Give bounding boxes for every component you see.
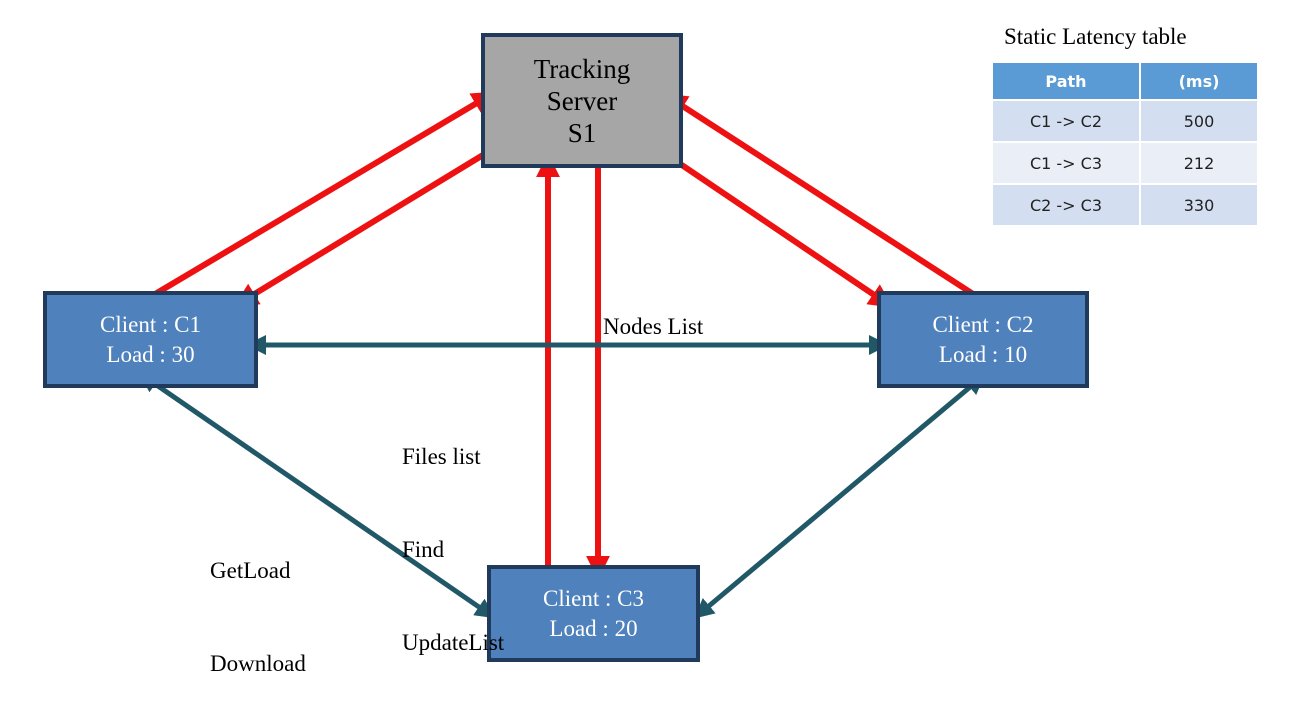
- nodes-list-label: Nodes List: [603, 249, 703, 373]
- table-row: C1 -> C2 500: [993, 101, 1257, 141]
- find-text: Find: [402, 537, 445, 562]
- server-label-line-1: Tracking: [533, 53, 631, 84]
- update-list-text: UpdateList: [402, 630, 505, 655]
- client-c1-load: Load : 30: [106, 341, 195, 367]
- client-c2-node[interactable]: Client : C2 Load : 10: [877, 291, 1089, 388]
- files-list-text: Files list: [402, 444, 481, 469]
- get-load-text: GetLoad: [210, 558, 291, 583]
- latency-ms-cell: 330: [1141, 185, 1257, 225]
- latency-header-path: Path: [993, 63, 1139, 99]
- arrow-c2-c3: [693, 374, 986, 619]
- latency-table-header-row: Path (ms): [993, 63, 1257, 99]
- client-c2-name: Client : C2: [932, 311, 1034, 337]
- tracking-server-node[interactable]: Tracking Server S1: [481, 33, 683, 168]
- latency-ms-cell: 500: [1141, 101, 1257, 141]
- table-row: C2 -> C3 330: [993, 185, 1257, 225]
- latency-header-ms: (ms): [1141, 63, 1257, 99]
- client-c3-load: Load : 20: [549, 615, 638, 641]
- nodes-list-text: Nodes List: [603, 314, 704, 339]
- arrow-c1-c3: [138, 372, 496, 619]
- server-label-line-3: S1: [567, 117, 597, 148]
- client-c1-name: Client : C1: [100, 311, 201, 337]
- client-c1-node[interactable]: Client : C1 Load : 30: [43, 291, 258, 388]
- client-c2-load: Load : 10: [938, 341, 1028, 367]
- tracker-ops-label: Files list Find UpdateList: [402, 379, 504, 689]
- server-label-line-2: Server: [546, 85, 618, 116]
- arrow-c2-to-server: [662, 93, 989, 306]
- latency-path-cell: C1 -> C3: [993, 143, 1139, 183]
- arrow-c1-to-server: [138, 91, 497, 306]
- latency-table: Path (ms) C1 -> C2 500 C1 -> C3 212 C2 -…: [991, 61, 1259, 227]
- latency-path-cell: C2 -> C3: [993, 185, 1139, 225]
- client-c3-node[interactable]: Client : C3 Load : 20: [487, 565, 700, 662]
- peer-ops-label: GetLoad Download: [210, 493, 306, 710]
- download-text: Download: [210, 651, 306, 676]
- latency-path-cell: C1 -> C2: [993, 101, 1139, 141]
- arrow-server-to-c1: [233, 152, 485, 307]
- diagram-canvas: [138, 91, 989, 619]
- latency-table-title: Static Latency table: [1004, 24, 1187, 49]
- arrow-server-to-c2: [665, 152, 893, 308]
- latency-ms-cell: 212: [1141, 143, 1257, 183]
- table-row: C1 -> C3 212: [993, 143, 1257, 183]
- client-c3-name: Client : C3: [543, 585, 644, 611]
